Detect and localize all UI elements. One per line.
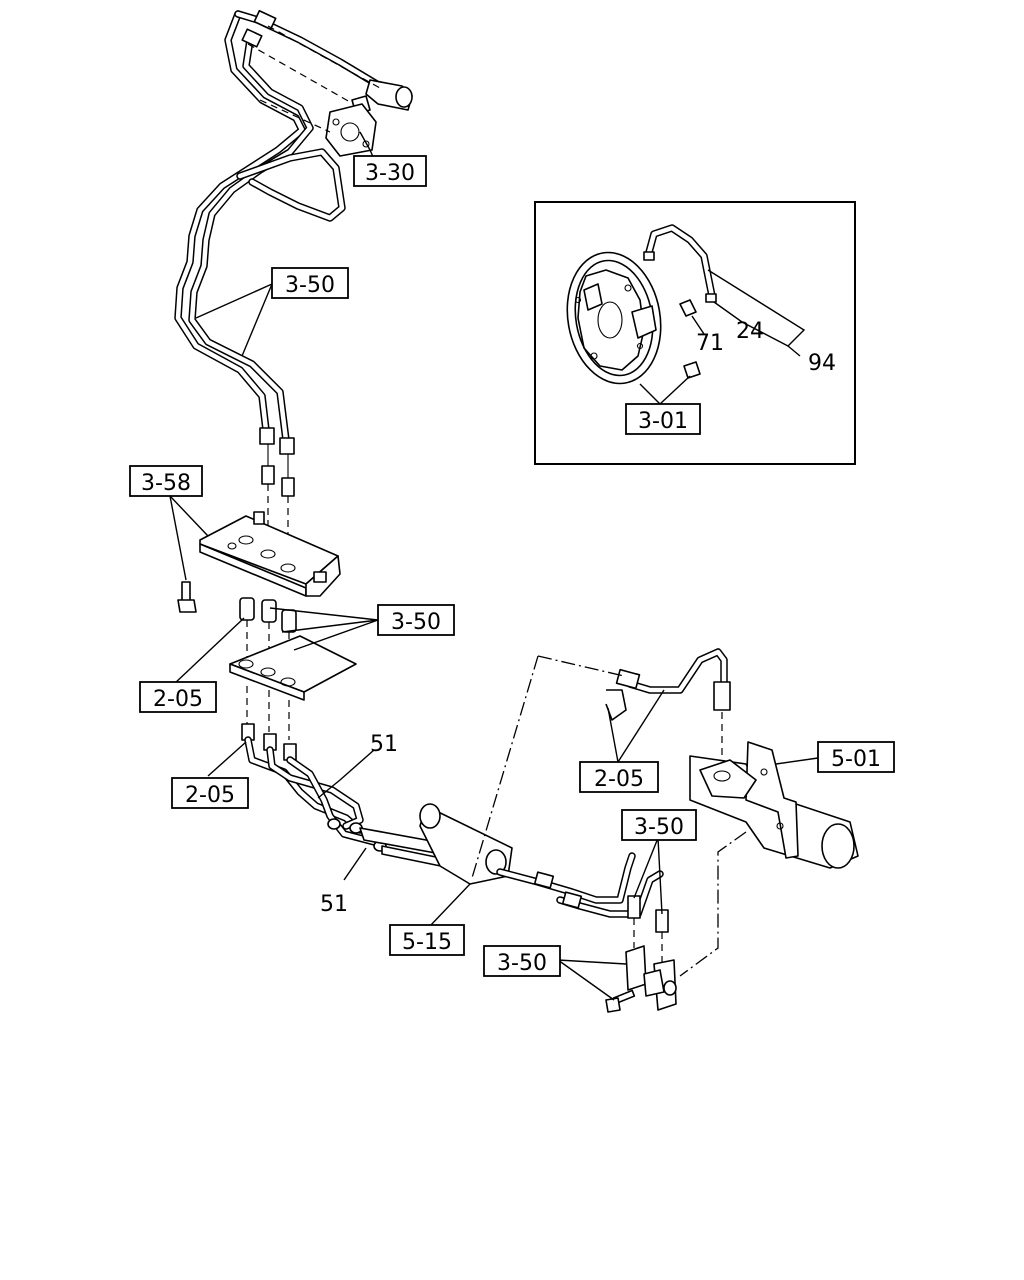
svg-text:3-50: 3-50 (497, 951, 547, 976)
callout-5-01[interactable]: 5-01 (817, 741, 895, 773)
svg-text:3-58: 3-58 (141, 471, 191, 496)
inset-callout-3-01[interactable]: 3-01 (625, 403, 701, 435)
brake-backing-plate (566, 251, 662, 385)
callout-2-05-right[interactable]: 2-05 (579, 761, 659, 793)
svg-text:24: 24 (736, 319, 764, 344)
svg-text:2-05: 2-05 (185, 783, 235, 808)
lower-pipe-run (241, 723, 677, 1013)
svg-text:51: 51 (320, 892, 348, 917)
callout-2-05-lower-left[interactable]: 2-05 (171, 777, 249, 809)
callout-3-50-spacers[interactable]: 3-50 (377, 604, 455, 636)
svg-text:71: 71 (696, 331, 724, 356)
leader-lines (169, 131, 819, 1001)
callout-3-30[interactable]: 3-30 (353, 155, 427, 187)
callout-3-50-bottom[interactable]: 3-50 (483, 945, 561, 977)
callout-5-15[interactable]: 5-15 (389, 924, 465, 956)
svg-text:3-50: 3-50 (634, 815, 684, 840)
svg-text:2-05: 2-05 (594, 767, 644, 792)
upper-mounting-bracket (177, 511, 341, 613)
callout-51-lower[interactable]: 51 (320, 892, 348, 917)
svg-text:3-30: 3-30 (365, 161, 415, 186)
svg-text:3-01: 3-01 (638, 409, 688, 434)
lower-mounting-bracket (229, 635, 357, 740)
svg-text:3-50: 3-50 (391, 610, 441, 635)
reference-lines (471, 655, 747, 977)
inset-callout-71[interactable]: 71 (696, 331, 724, 356)
inset-callout-94[interactable]: 94 (808, 351, 836, 376)
callout-2-05-left[interactable]: 2-05 (139, 681, 217, 713)
callout-3-50-right[interactable]: 3-50 (621, 809, 697, 841)
svg-text:51: 51 (370, 732, 398, 757)
svg-text:3-50: 3-50 (285, 273, 335, 298)
svg-text:5-15: 5-15 (402, 930, 452, 955)
inset-panel: 71 24 94 3-01 (534, 201, 856, 465)
svg-text:94: 94 (808, 351, 836, 376)
svg-text:5-01: 5-01 (831, 747, 881, 772)
callout-51-upper[interactable]: 51 (370, 732, 398, 757)
right-hose-and-frame (605, 648, 859, 869)
upper-pipe-assembly (174, 9, 413, 444)
spacer-clips (239, 597, 297, 680)
callout-3-50-upper[interactable]: 3-50 (271, 267, 349, 299)
svg-text:2-05: 2-05 (153, 687, 203, 712)
inset-callout-24[interactable]: 24 (736, 319, 764, 344)
callout-3-58[interactable]: 3-58 (129, 465, 203, 497)
